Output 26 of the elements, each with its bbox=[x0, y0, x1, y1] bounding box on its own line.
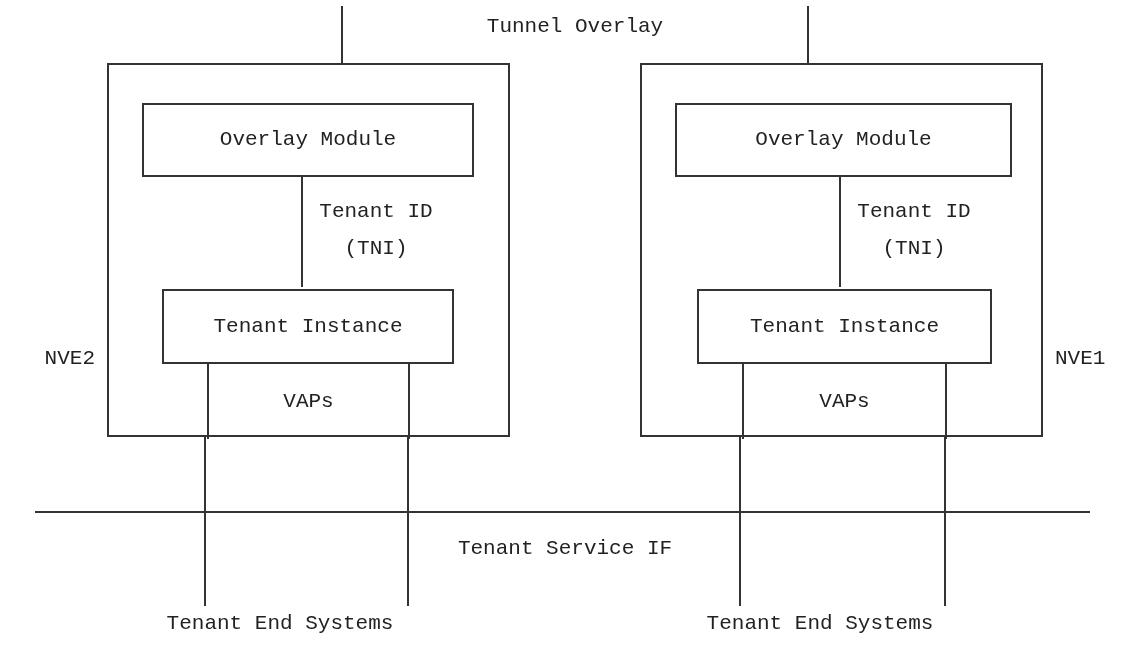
box-label: Overlay Module bbox=[219, 127, 397, 153]
connector-line bbox=[807, 5, 809, 64]
box-label: VAPs bbox=[283, 388, 334, 415]
connector-line bbox=[839, 174, 841, 288]
port-group-box bbox=[207, 364, 410, 439]
box-label: VAPs bbox=[819, 388, 870, 415]
box-label: Tenant Instance bbox=[750, 313, 939, 340]
connector-line bbox=[204, 436, 206, 607]
connector-line bbox=[739, 436, 741, 607]
connector-line bbox=[944, 436, 946, 607]
module-box bbox=[142, 103, 474, 177]
module-box bbox=[675, 103, 1012, 177]
device-label: NVE1 bbox=[1055, 347, 1106, 370]
device-label: NVE2 bbox=[44, 347, 95, 370]
connector-line bbox=[301, 174, 303, 288]
box-label: Overlay Module bbox=[755, 127, 932, 153]
text-label: Tenant Service IF bbox=[456, 536, 674, 562]
box-label: Tenant Instance bbox=[213, 313, 403, 340]
port-group-box bbox=[742, 364, 947, 439]
module-box bbox=[162, 289, 454, 364]
node-label: Tenant End Systems bbox=[680, 606, 960, 640]
connector-line bbox=[407, 436, 409, 607]
connector-line bbox=[341, 5, 343, 64]
node-label: Tenant End Systems bbox=[140, 606, 420, 640]
module-box bbox=[697, 289, 992, 364]
text-label: Tunnel Overlay bbox=[485, 14, 665, 40]
